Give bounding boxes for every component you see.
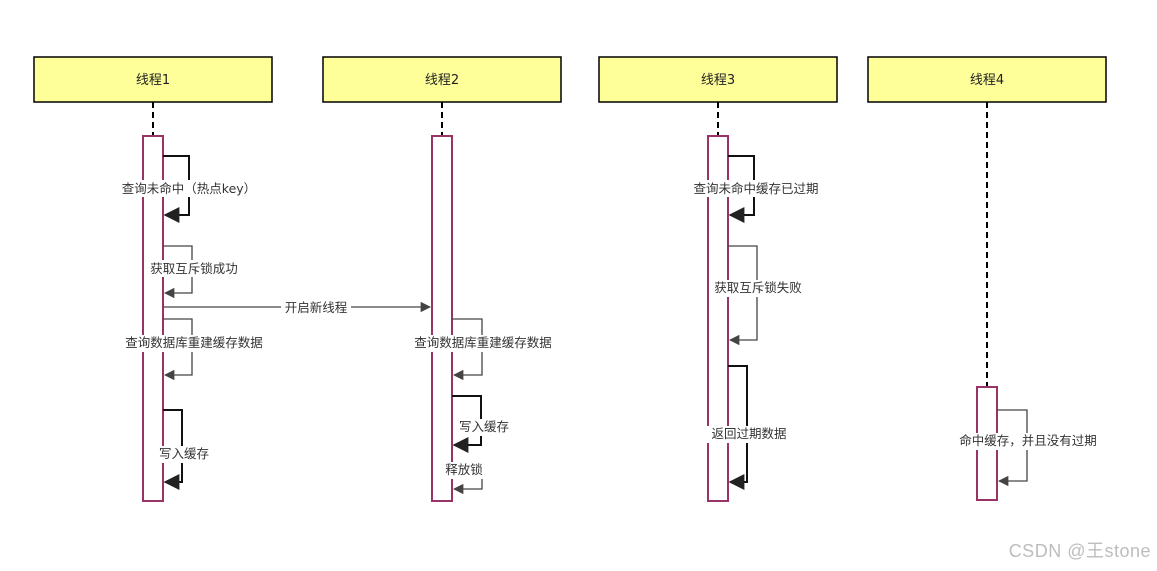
thread-1-label: 线程1 (136, 73, 170, 88)
thread-4-label: 线程4 (970, 73, 1004, 88)
thread-3-header: 线程3 (598, 56, 838, 103)
step-label-7: 写入缓存 (459, 419, 509, 434)
step-label-9: 查询未命中缓存已过期 (693, 181, 818, 196)
step-label-11: 返回过期数据 (711, 426, 786, 441)
activation-bar-3 (707, 135, 729, 502)
label-group: 查询未命中（热点key） 获取互斥锁成功 开启新线程 查询数据库重建缓存数据 写… (119, 180, 1103, 479)
step-label-5: 写入缓存 (159, 446, 209, 461)
thread-2-header: 线程2 (322, 56, 562, 103)
thread-3-label: 线程3 (701, 73, 735, 88)
step-label-12: 命中缓存，并且没有过期 (959, 433, 1097, 448)
thread-1-header: 线程1 (33, 56, 273, 103)
thread-2-label: 线程2 (425, 73, 459, 88)
step-label-4: 查询数据库重建缓存数据 (125, 335, 263, 350)
step-label-1: 查询未命中（热点key） (122, 181, 256, 196)
step-label-2: 获取互斥锁成功 (150, 261, 238, 276)
watermark: CSDN @王stone (1008, 541, 1151, 561)
thread-4-header: 线程4 (867, 56, 1107, 103)
self-message-10 (728, 365, 748, 490)
step-label-6: 查询数据库重建缓存数据 (414, 335, 552, 350)
step-label-8: 释放锁 (445, 462, 483, 477)
step-label-10: 获取互斥锁失败 (714, 280, 802, 295)
activation-bar-2 (431, 135, 453, 502)
step-label-3: 开启新线程 (285, 300, 348, 315)
